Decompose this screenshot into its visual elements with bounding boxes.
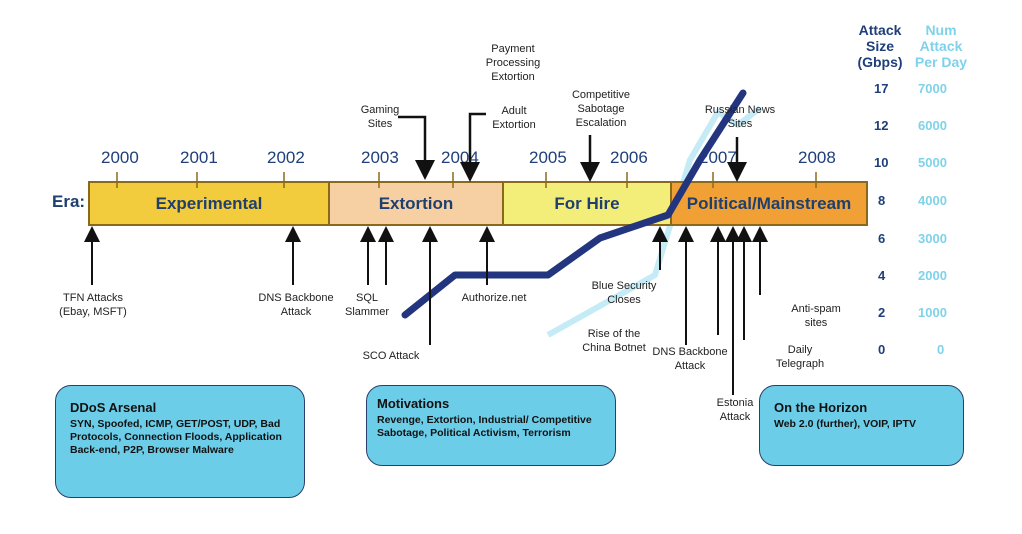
ddos-arsenal-title: DDoS Arsenal	[70, 400, 157, 415]
attacks-per-day-tick: 4000	[918, 193, 947, 208]
era-political: Political/Mainstream	[670, 181, 868, 226]
motivations-title: Motivations	[377, 396, 450, 411]
year-2001: 2001	[180, 148, 218, 167]
year-2006: 2006	[610, 148, 648, 167]
era-for-hire-label: For Hire	[554, 193, 620, 213]
on-the-horizon-title: On the Horizon	[774, 400, 868, 415]
attack-size-tick: 17	[874, 81, 889, 96]
annotation-authorize-net: Authorize.net	[461, 292, 527, 304]
ddos-arsenal-box: DDoS Arsenal SYN, Spoofed, ICMP, GET/POS…	[55, 385, 305, 498]
attack-size-tick: 10	[874, 155, 889, 170]
attack-size-tick: 2	[878, 305, 886, 320]
year-2002: 2002	[267, 148, 305, 167]
motivations-box: Motivations Revenge, Extortion, Industri…	[366, 385, 616, 466]
on-the-horizon-body: Web 2.0 (further), VOIP, IPTV	[774, 418, 916, 430]
motivations-body: Revenge, Extortion, Industrial/ Competit…	[377, 414, 592, 439]
annotation-sco-attack: SCO Attack	[362, 350, 420, 362]
era-experimental-label: Experimental	[155, 193, 263, 213]
attacks-per-day-tick: 7000	[918, 81, 947, 96]
attack-size-line	[401, 89, 747, 319]
era-extortion-label: Extortion	[378, 193, 454, 213]
year-2005: 2005	[529, 148, 567, 167]
attack-size-tick: 6	[878, 231, 886, 246]
attacks-per-day-tick: 2000	[918, 268, 947, 283]
attack-size-tick: 12	[874, 118, 889, 133]
ddos-arsenal-body: SYN, Spoofed, ICMP, GET/POST, UDP, Bad P…	[70, 418, 282, 456]
era-political-label: Political/Mainstream	[686, 193, 852, 213]
year-2000: 2000	[101, 148, 139, 167]
attacks-per-day-tick: 5000	[918, 155, 947, 170]
era-experimental: Experimental	[88, 181, 330, 226]
attacks-per-day-tick: 0	[937, 342, 945, 357]
era-for-hire: For Hire	[502, 181, 672, 226]
attacks-per-day-tick: 3000	[918, 231, 947, 246]
year-2008: 2008	[798, 148, 836, 167]
year-2003: 2003	[361, 148, 399, 167]
attack-size-tick: 4	[878, 268, 886, 283]
attacks-per-day-tick: 6000	[918, 118, 947, 133]
attacks-per-day-tick: 1000	[918, 305, 947, 320]
era-extortion: Extortion	[328, 181, 504, 226]
on-the-horizon-box: On the Horizon Web 2.0 (further), VOIP, …	[759, 385, 964, 466]
annotation-tfn-attacks: TFN Attacks(Ebay, MSFT)	[59, 292, 127, 318]
attacks-per-day-line	[546, 105, 762, 338]
attack-size-tick: 8	[878, 193, 886, 208]
attack-size-tick: 0	[878, 342, 886, 357]
era-label: Era:	[52, 192, 86, 211]
